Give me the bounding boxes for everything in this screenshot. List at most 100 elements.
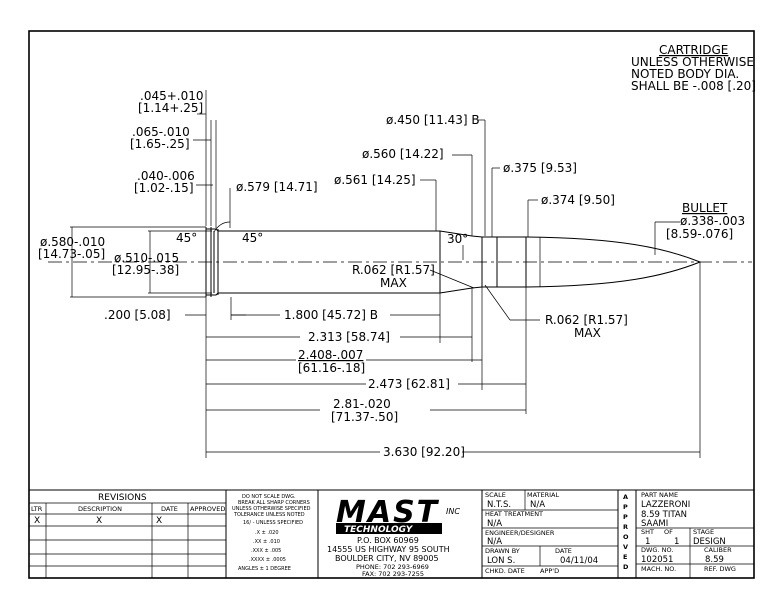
r062-b-2: MAX bbox=[574, 326, 601, 340]
ref-label: REF. DWG bbox=[704, 565, 736, 573]
dim-groove-dia-2: [12.95-.38] bbox=[112, 263, 179, 277]
caliber-label: CALIBER bbox=[704, 546, 732, 554]
chamfer-arc bbox=[213, 221, 231, 233]
stage-value: DESIGN bbox=[693, 537, 726, 547]
bullet-heading: BULLET bbox=[682, 201, 728, 215]
caliber-value: 8.59 bbox=[705, 555, 724, 565]
addr-1: P.O. BOX 60969 bbox=[357, 536, 419, 545]
company-fax: FAX: 702 293-7255 bbox=[362, 570, 424, 578]
dim-rim-thk-2: [1.14+.25] bbox=[138, 101, 203, 115]
approved-letter-5: O bbox=[623, 533, 629, 541]
logo-band bbox=[336, 523, 442, 534]
scale-label: SCALE bbox=[485, 491, 506, 499]
note-line-3: SHALL BE -.008 [.20] bbox=[631, 79, 756, 93]
date-value: 04/11/04 bbox=[560, 556, 598, 566]
dwg-value: 102051 bbox=[641, 555, 673, 565]
scale-value: N.T.S. bbox=[487, 500, 511, 510]
tol-2: BREAK ALL SHARP CORNERS bbox=[238, 500, 310, 506]
angle-30: 30° bbox=[447, 232, 468, 246]
dim-rim-dia-2: [14.73-.05] bbox=[38, 247, 105, 261]
r062-b-1: R.062 [R1.57] bbox=[545, 313, 628, 327]
dwg-label: DWG. NO. bbox=[641, 546, 673, 554]
tol-6: .X ± .020 bbox=[255, 530, 279, 536]
tol-8: .XXX ± .005 bbox=[251, 548, 281, 554]
len-200: .200 [5.08] bbox=[104, 308, 171, 322]
leader-r062b-1 bbox=[484, 284, 511, 321]
drawing-border bbox=[28, 30, 755, 579]
heat-label: HEAT TREATMENT bbox=[485, 510, 543, 518]
of-value: 1 bbox=[674, 537, 679, 547]
title-block: REVISIONS LTR DESCRIPTION DATE APPROVED … bbox=[29, 489, 754, 578]
dim-groove-w-2: [1.65-.25] bbox=[130, 137, 190, 151]
rev-h-desc: DESCRIPTION bbox=[78, 505, 122, 513]
rev-row-ltr: X bbox=[34, 516, 40, 526]
appd-label: APP'D bbox=[540, 567, 559, 575]
len-281-2: [71.37-.50] bbox=[331, 410, 398, 424]
r062-a-1: R.062 [R1.57] bbox=[352, 263, 435, 277]
note-heading: CARTRIDGE bbox=[659, 43, 728, 57]
len-2473: 2.473 [62.81] bbox=[368, 377, 450, 391]
approved-letter-4: R bbox=[623, 523, 628, 531]
tol-1: DO NOT SCALE DWG. bbox=[242, 494, 296, 500]
dim-374: ø.374 [9.50] bbox=[541, 193, 615, 207]
rev-h-date: DATE bbox=[161, 505, 178, 513]
sht-label: SHT bbox=[641, 528, 654, 536]
drawn-label: DRAWN BY bbox=[485, 547, 520, 555]
rev-row-date: X bbox=[156, 516, 162, 526]
r062-a-2: MAX bbox=[380, 276, 407, 290]
heat-value: N/A bbox=[487, 519, 502, 529]
dim-groove-w-1: .065-.010 bbox=[132, 125, 190, 139]
drawn-value: LON S. bbox=[487, 556, 515, 566]
dim-375: ø.375 [9.53] bbox=[503, 161, 577, 175]
approved-letter-7: E bbox=[623, 553, 627, 561]
len-2408-2: [61.16-.18] bbox=[298, 361, 365, 375]
part-line-2: 8.59 TITAN bbox=[641, 510, 687, 520]
addr-3: BOULDER CITY, NV 89005 bbox=[335, 554, 439, 563]
rev-title: REVISIONS bbox=[98, 493, 147, 503]
sht-value: 1 bbox=[645, 537, 650, 547]
dim-rim-thk-1: .045+.010 bbox=[140, 89, 204, 103]
tol-10: ANGLES ± 1 DEGREE bbox=[238, 566, 291, 572]
material-value: N/A bbox=[530, 500, 545, 510]
date-label: DATE bbox=[555, 547, 572, 555]
dim-560: ø.560 [14.22] bbox=[362, 147, 444, 161]
len-281-1: 2.81-.020 bbox=[333, 397, 391, 411]
len-1800: 1.800 [45.72] B bbox=[284, 308, 378, 322]
rev-h-ltr: LTR bbox=[31, 505, 43, 513]
len-2408-1: 2.408-.007 bbox=[298, 348, 363, 362]
logo-inc: INC bbox=[446, 507, 460, 516]
approved-letter-8: D bbox=[623, 563, 629, 571]
tol-4: TOLERANCE UNLESS NOTED bbox=[233, 512, 305, 518]
chkd-label: CHKD. DATE bbox=[485, 567, 525, 575]
dimension-lines bbox=[70, 90, 701, 458]
note-line-2: NOTED BODY DIA. bbox=[631, 67, 739, 81]
rev-row-desc: X bbox=[96, 516, 102, 526]
rev-h-appr: APPROVED bbox=[190, 505, 225, 513]
mach-label: MACH. NO. bbox=[641, 565, 676, 573]
tol-7: .XX ± .010 bbox=[253, 539, 280, 545]
part-line-3: SAAMI bbox=[641, 519, 668, 529]
stage-label: STAGE bbox=[693, 528, 714, 536]
tol-5: 16/ - UNLESS SPECIFIED bbox=[243, 520, 303, 526]
dim-561: ø.561 [14.25] bbox=[334, 173, 416, 187]
part-label: PART NAME bbox=[641, 491, 678, 499]
bullet-dim-2: [8.59-.076] bbox=[666, 227, 733, 241]
cartridge-note: CARTRIDGE UNLESS OTHERWISE NOTED BODY DI… bbox=[631, 43, 756, 93]
dim-groove-d-2: [1.02-.15] bbox=[134, 181, 194, 195]
dim-base-dia: ø.579 [14.71] bbox=[236, 180, 318, 194]
note-line-1: UNLESS OTHERWISE bbox=[631, 55, 754, 69]
approved-letter-6: V bbox=[623, 543, 628, 551]
of-label: OF bbox=[664, 528, 673, 536]
approved-letter-2: P bbox=[623, 503, 628, 511]
len-3630: 3.630 [92.20] bbox=[383, 445, 465, 459]
len-2313: 2.313 [58.74] bbox=[308, 330, 390, 344]
dim-450: ø.450 [11.43] B bbox=[386, 113, 480, 127]
company-phone: PHONE: 702 293-6969 bbox=[356, 563, 429, 571]
approved-letter-3: P bbox=[623, 513, 628, 521]
logo-mid: TECHNOLOGY bbox=[344, 525, 414, 535]
tol-9: .XXXX ± .0005 bbox=[249, 557, 286, 563]
engineer-label: ENGINEER/DESIGNER bbox=[485, 529, 555, 537]
dimension-labels: .045+.010 [1.14+.25] .065-.010 [1.65-.25… bbox=[38, 89, 745, 459]
